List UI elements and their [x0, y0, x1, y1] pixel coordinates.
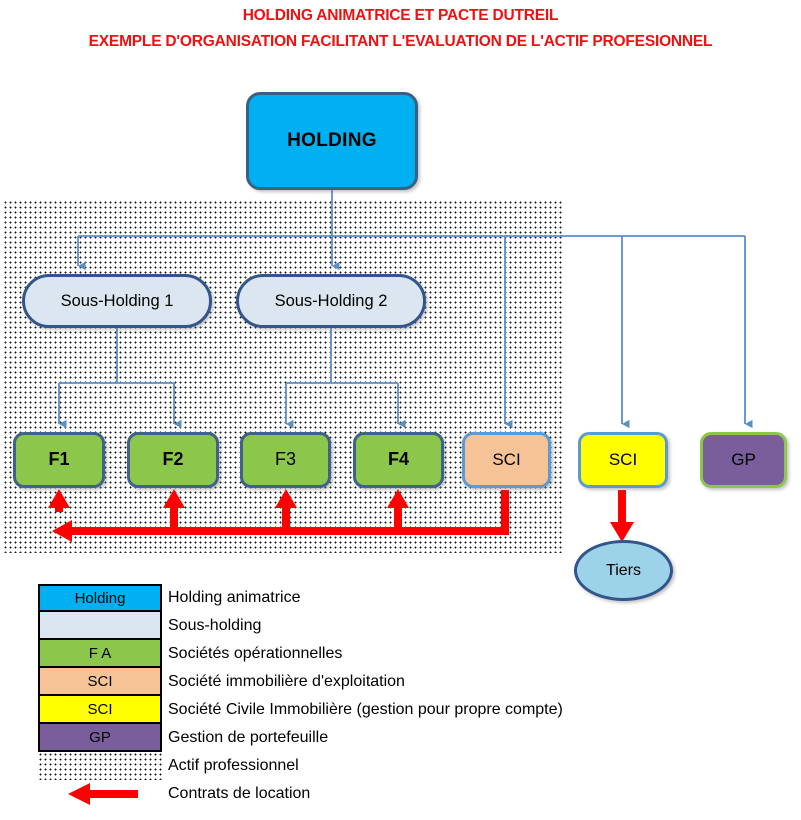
legend-swatch-holding: Holding [38, 584, 162, 612]
legend-label-sci-civile: Société Civile Immobilière (gestion pour… [168, 701, 563, 718]
node-f2[interactable]: F2 [127, 432, 219, 488]
node-sci-exploitation[interactable]: SCI [462, 432, 551, 488]
arrowhead-to-tiers [610, 522, 634, 542]
legend-swatch-sci-civile: SCI [38, 696, 162, 724]
legend-swatch-actif-professionnel [38, 752, 162, 780]
legend-swatch-contrats-de-location [38, 780, 162, 808]
arrowhead-lease-bus-end [52, 520, 72, 542]
legend-label-sci-exploitation: Société immobilière d'exploitation [168, 673, 405, 690]
node-sous-holding-1[interactable]: Sous-Holding 1 [22, 274, 212, 328]
legend-swatch-sci-exploitation: SCI [38, 668, 162, 696]
legend-label-holding: Holding animatrice [168, 589, 301, 606]
lease-contract-wires [55, 490, 626, 535]
arrowhead-to-f3 [275, 489, 297, 508]
node-tiers[interactable]: Tiers [574, 540, 673, 601]
legend-label-actif-professionnel: Actif professionnel [168, 757, 299, 774]
node-sci-civile[interactable]: SCI [578, 432, 668, 488]
actif-professionnel-zone [3, 200, 563, 553]
arrowhead-to-f1 [48, 489, 70, 508]
arrowhead-to-f2 [163, 489, 185, 508]
node-gp[interactable]: GP [700, 432, 787, 488]
lease-arrow-heads [48, 489, 634, 542]
node-holding[interactable]: HOLDING [246, 92, 418, 190]
left-arrow-icon [68, 783, 138, 805]
legend-label-societes-operationnelles: Sociétés opérationnelles [168, 645, 343, 662]
node-sous-holding-2[interactable]: Sous-Holding 2 [236, 274, 426, 328]
legend-swatch-societes-operationnelles: F A [38, 640, 162, 668]
node-f3[interactable]: F3 [240, 432, 331, 488]
page-title-line2: EXEMPLE D'ORGANISATION FACILITANT L'EVAL… [88, 33, 713, 50]
legend-label-sous-holding: Sous-holding [168, 617, 262, 634]
legend-label-contrats-de-location: Contrats de location [168, 785, 311, 802]
legend-swatch-sous-holding [38, 612, 162, 640]
arrowhead-to-f4 [387, 489, 409, 508]
node-f4[interactable]: F4 [353, 432, 444, 488]
node-f1[interactable]: F1 [13, 432, 105, 488]
legend-swatch-gp: GP [38, 724, 162, 752]
wire-lease-bus [63, 490, 509, 535]
page-title-line1: HOLDING ANIMATRICE ET PACTE DUTREIL [242, 7, 559, 24]
legend-label-gp: Gestion de portefeuille [168, 729, 329, 746]
